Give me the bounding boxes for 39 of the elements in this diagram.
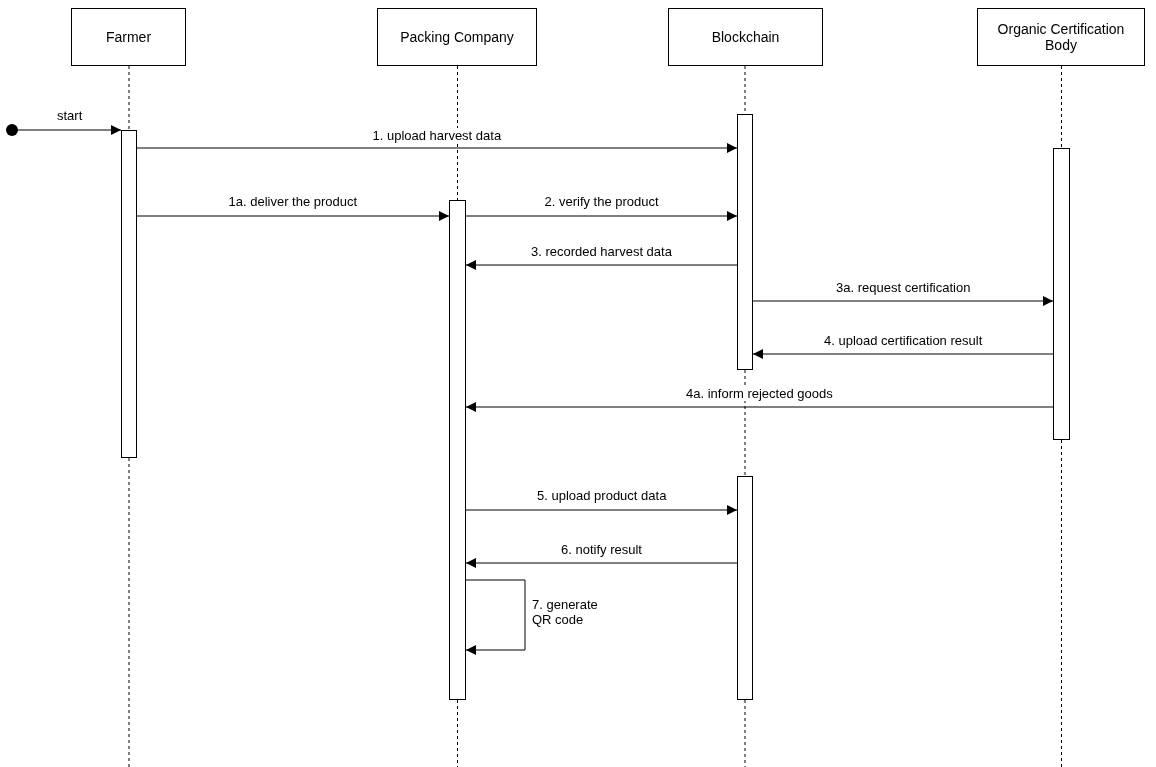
lifeline	[744, 369, 746, 477]
message-arrow	[465, 505, 738, 515]
edge-label: 1. upload harvest data	[370, 128, 504, 143]
lifeline	[1061, 439, 1062, 767]
edge-label: start	[55, 108, 85, 123]
edge-label: 4. upload certification result	[822, 333, 985, 348]
activation-bar	[121, 130, 137, 458]
lifeline	[744, 699, 746, 767]
message-arrow	[752, 349, 1054, 359]
participant-box: Farmer	[71, 8, 186, 66]
message-arrow	[136, 143, 738, 153]
lifeline	[1061, 65, 1062, 149]
edge-label: 1a. deliver the product	[226, 194, 360, 209]
edge-label: 2. verify the product	[542, 194, 661, 209]
edge-label: 3a. request certification	[834, 280, 973, 295]
message-arrow	[752, 296, 1054, 306]
participant-box: Packing Company	[377, 8, 537, 66]
lifeline	[457, 699, 458, 767]
edge-label: 4a. inform rejected goods	[684, 386, 835, 401]
message-arrow	[17, 125, 122, 135]
message-arrow	[465, 558, 738, 568]
lifeline	[128, 457, 130, 767]
edge-label: 5. upload product data	[535, 488, 669, 503]
message-arrow	[465, 402, 1054, 412]
start-dot	[6, 124, 18, 136]
message-arrow	[465, 260, 738, 270]
lifeline	[457, 65, 458, 201]
message-arrow	[136, 211, 450, 221]
activation-bar	[449, 200, 466, 700]
edge-label: 6. notify result	[559, 542, 644, 557]
participant-box: Blockchain	[668, 8, 823, 66]
activation-bar	[737, 114, 753, 370]
lifeline	[128, 65, 130, 131]
edge-label: 3. recorded harvest data	[529, 244, 674, 259]
activation-bar	[737, 476, 753, 700]
message-arrow	[465, 211, 738, 221]
activation-bar	[1053, 148, 1070, 440]
self-message-arrow	[465, 579, 526, 655]
participant-box: Organic Certification Body	[977, 8, 1145, 66]
